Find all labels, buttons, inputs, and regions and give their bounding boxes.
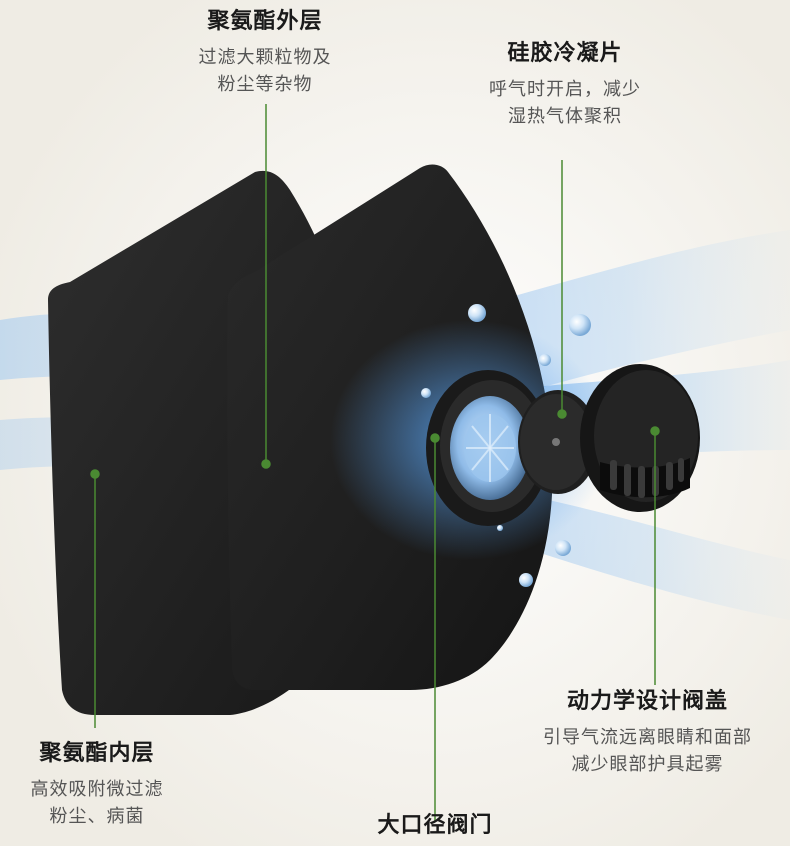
- leader-lines: [90, 104, 660, 822]
- inner-layer-title: 聚氨酯内层: [39, 741, 155, 766]
- moisture-bubbles: [421, 304, 591, 587]
- valve-cover: [580, 364, 700, 512]
- valve-cover-desc-1: 引导气流远离眼睛和面部: [543, 727, 752, 748]
- silicone-sheet-desc-2: 湿热气体聚积: [508, 106, 622, 127]
- silicone-sheet-desc-1: 呼气时开启，减少: [489, 79, 641, 100]
- valve-cover-title: 动力学设计阀盖: [566, 689, 728, 714]
- silicone-sheet-title: 硅胶冷凝片: [507, 41, 623, 66]
- callout-large-valve: 大口径阀门: [335, 812, 535, 840]
- callout-valve-cover: 动力学设计阀盖 引导气流远离眼睛和面部 减少眼部护具起雾: [510, 688, 785, 778]
- outer-layer-title: 聚氨酯外层: [207, 9, 323, 34]
- outer-layer-desc-2: 粉尘等杂物: [217, 74, 313, 95]
- large-valve-title: 大口径阀门: [377, 813, 493, 838]
- valve-cover-desc-2: 减少眼部护具起雾: [571, 754, 724, 775]
- large-valve: [426, 370, 550, 526]
- silicone-sheet: [518, 390, 598, 494]
- callout-inner-layer: 聚氨酯内层 高效吸附微过滤 粉尘、病菌: [2, 740, 192, 830]
- callout-silicone-sheet: 硅胶冷凝片 呼气时开启，减少 湿热气体聚积: [455, 40, 675, 130]
- outer-layer-desc-1: 过滤大颗粒物及: [198, 47, 332, 68]
- inner-layer-desc-2: 粉尘、病菌: [49, 806, 145, 827]
- inner-layer-desc-1: 高效吸附微过滤: [30, 779, 164, 800]
- callout-outer-layer: 聚氨酯外层 过滤大颗粒物及 粉尘等杂物: [165, 8, 365, 98]
